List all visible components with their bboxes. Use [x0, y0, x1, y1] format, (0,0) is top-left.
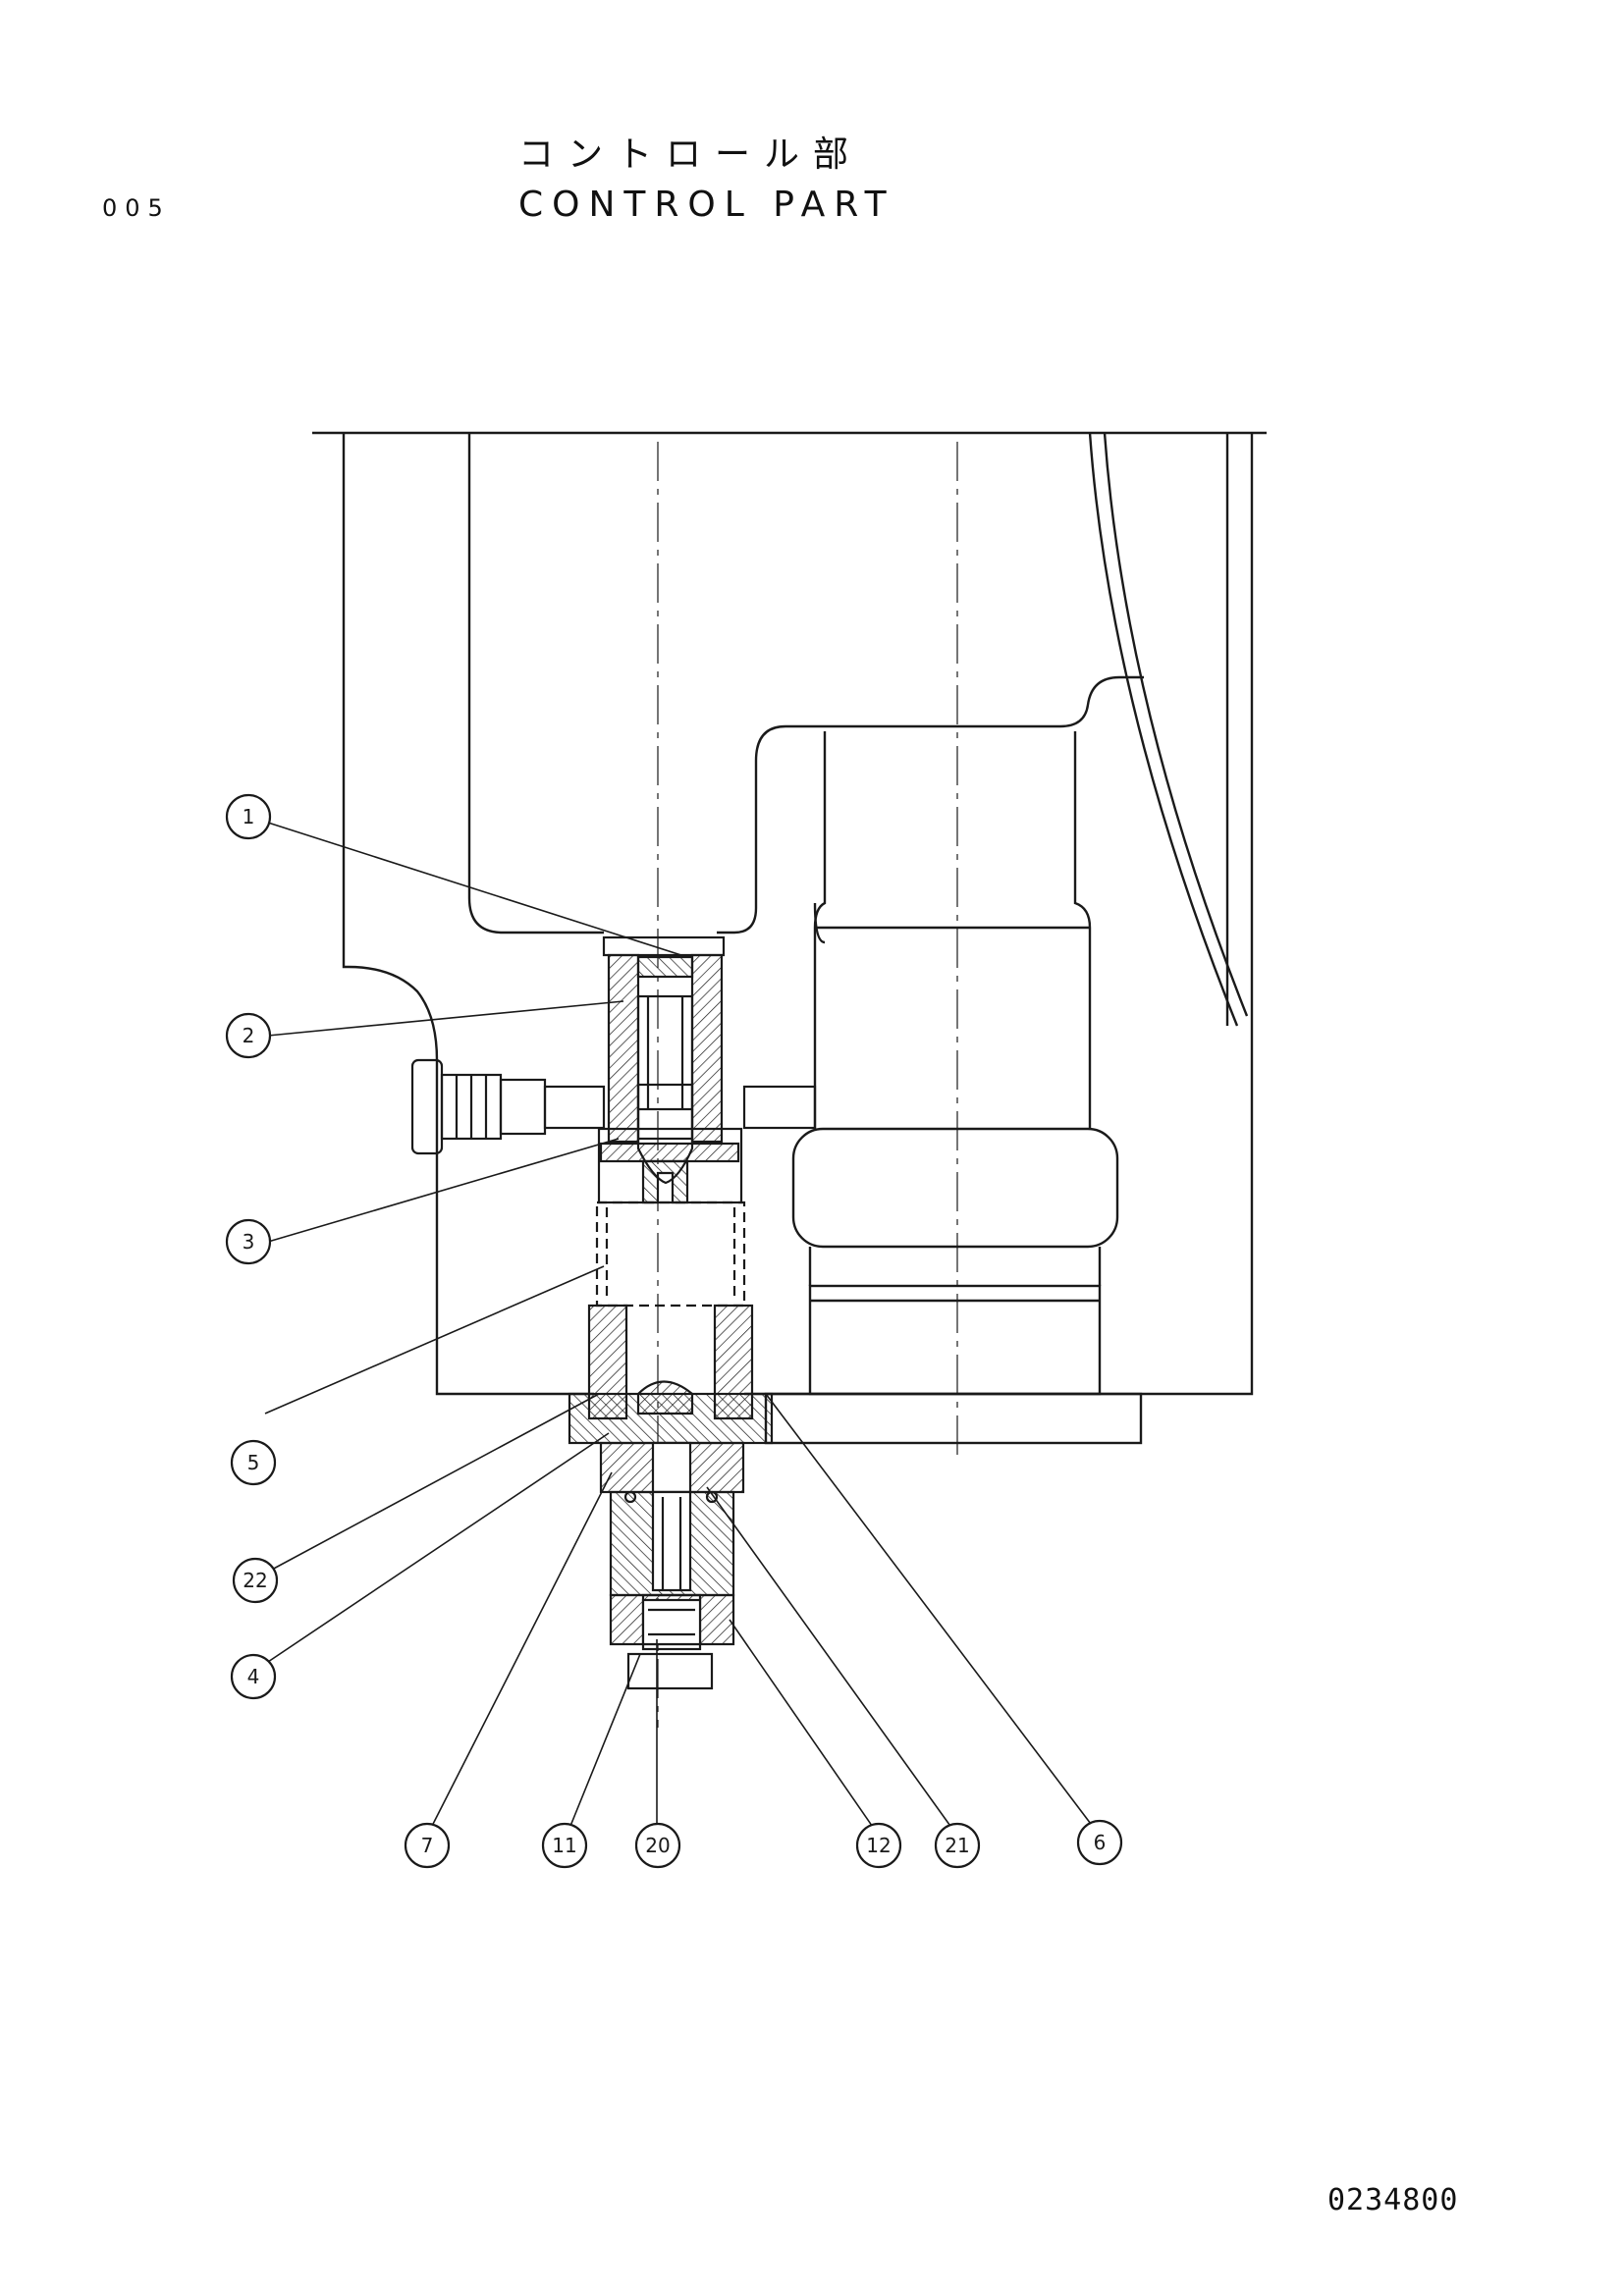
valve-body-upper — [597, 935, 743, 1204]
callout-labels: 1 2 3 5 22 4 7 11 20 12 21 6 — [243, 805, 1107, 1857]
callout-12: 12 — [866, 1834, 891, 1857]
side-plug — [410, 1058, 817, 1155]
callout-20: 20 — [645, 1834, 670, 1857]
callout-bubbles — [225, 793, 1123, 1869]
callout-6: 6 — [1094, 1831, 1107, 1854]
callout-2: 2 — [243, 1024, 255, 1047]
page-number: 005 — [102, 194, 171, 222]
leader-lines — [264, 822, 1101, 1837]
callout-4: 4 — [247, 1665, 260, 1688]
callout-5: 5 — [247, 1451, 260, 1474]
title-english: CONTROL PART — [518, 185, 895, 225]
valve-body-lower — [568, 1201, 774, 1494]
callout-1: 1 — [243, 805, 255, 828]
callout-21: 21 — [945, 1834, 969, 1857]
callout-7: 7 — [421, 1834, 434, 1857]
title-japanese: コントロール部 — [518, 134, 863, 175]
callout-11: 11 — [552, 1834, 576, 1857]
callout-3: 3 — [243, 1230, 255, 1254]
drawing-number: 0234800 — [1327, 2183, 1459, 2217]
housing-outline — [312, 431, 1267, 1728]
lower-plug — [609, 1490, 735, 1690]
callout-22: 22 — [243, 1569, 267, 1592]
